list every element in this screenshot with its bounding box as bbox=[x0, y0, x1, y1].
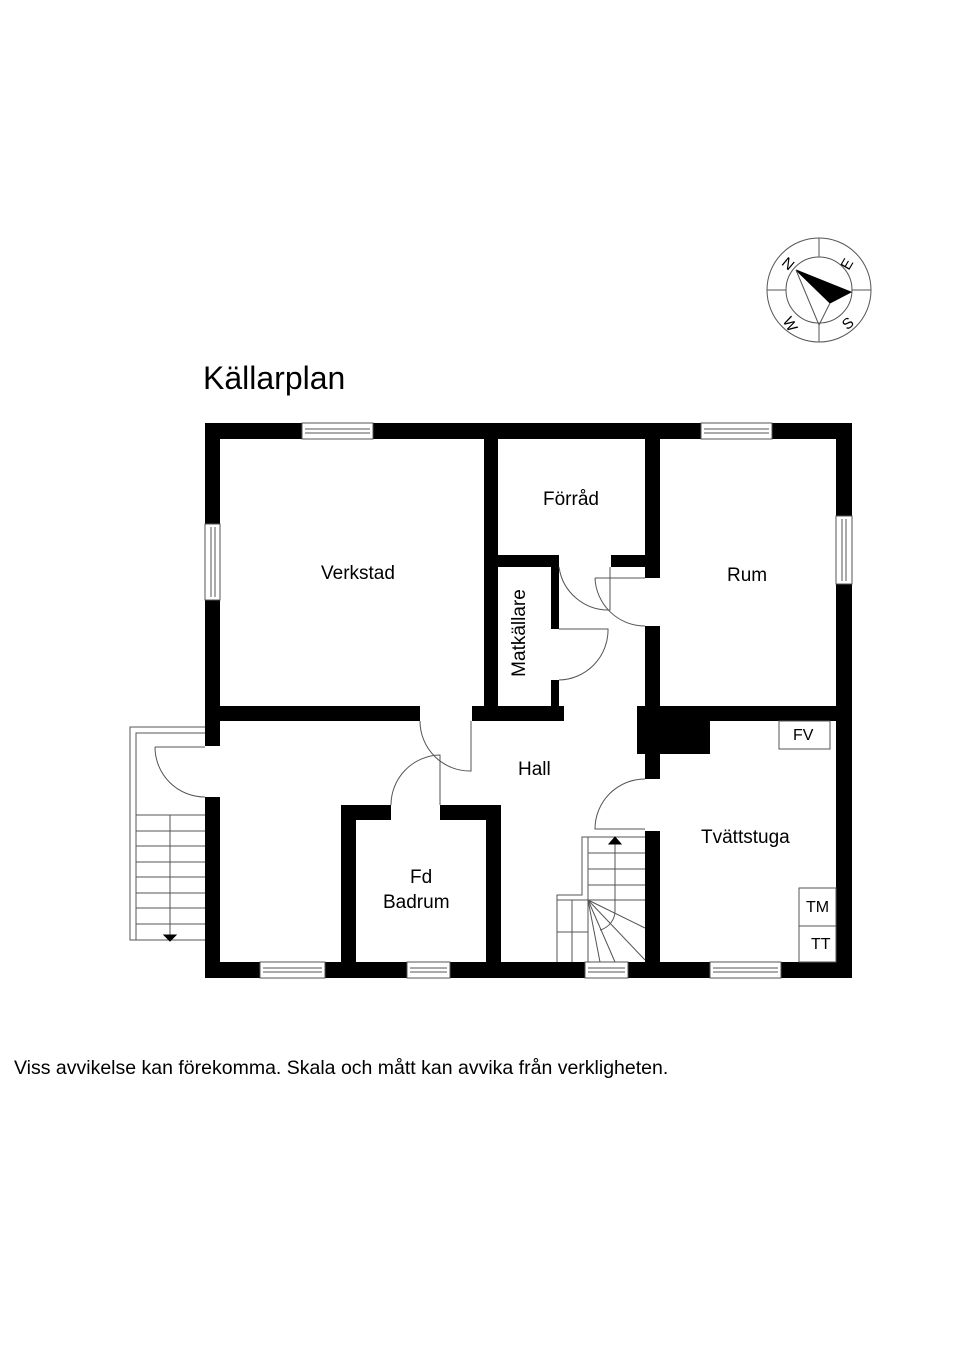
fixture-tm: TM bbox=[806, 899, 830, 916]
room-rum: Rum bbox=[727, 565, 768, 586]
room-fd-badrum-line2: Badrum bbox=[383, 892, 450, 913]
room-hall: Hall bbox=[518, 759, 551, 780]
walls bbox=[205, 423, 852, 978]
exterior-stairs bbox=[129, 726, 205, 942]
room-matkallare: Matkällare bbox=[508, 589, 530, 677]
plan-title: Källarplan bbox=[203, 360, 346, 396]
windows bbox=[204, 422, 853, 979]
compass-n: N bbox=[778, 254, 797, 274]
interior-stairs bbox=[556, 836, 646, 963]
compass-w: W bbox=[779, 314, 801, 335]
fixtures bbox=[778, 720, 837, 963]
compass-e: E bbox=[837, 256, 857, 273]
compass-s: S bbox=[839, 314, 858, 333]
room-tvattstuga: Tvättstuga bbox=[701, 827, 790, 848]
room-fd-badrum-line1: Fd bbox=[410, 867, 433, 888]
tm-box bbox=[798, 887, 837, 927]
disclaimer: Viss avvikelse kan förekomma. Skala och … bbox=[14, 1057, 669, 1079]
fixture-fv: FV bbox=[793, 727, 814, 744]
fv-box bbox=[778, 720, 831, 750]
compass-icon bbox=[766, 237, 872, 343]
fixture-tt: TT bbox=[811, 936, 831, 953]
doors bbox=[154, 566, 646, 830]
room-verkstad: Verkstad bbox=[321, 563, 395, 584]
room-forrad: Förråd bbox=[543, 489, 599, 510]
tt-box bbox=[798, 925, 837, 963]
